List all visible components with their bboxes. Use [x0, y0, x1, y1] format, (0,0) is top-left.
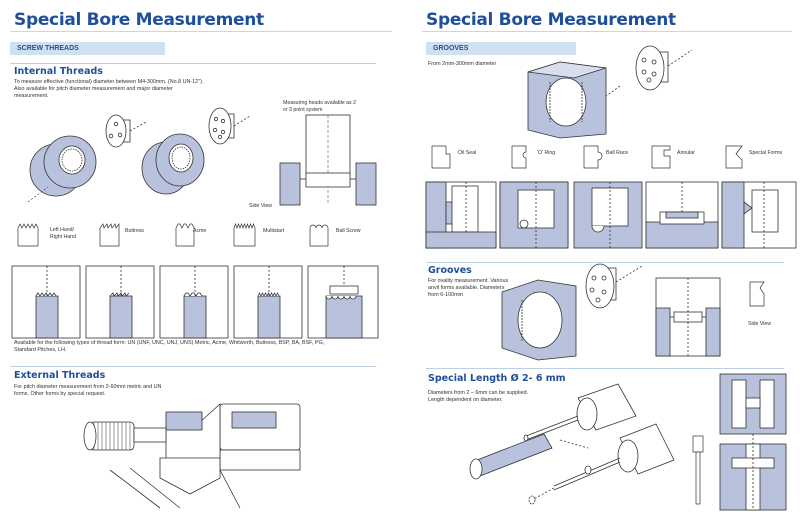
special-length-section-diagram — [719, 373, 787, 511]
internal-threads-text: To measure effective (functional) diamet… — [14, 79, 204, 99]
groove-gauge-illustration — [527, 45, 693, 139]
form-label-multistart: Multistart — [263, 228, 285, 234]
thread-form-icon — [309, 224, 329, 247]
groove-side-view-diagram — [655, 277, 721, 357]
groove-side-view-label: Side View — [748, 321, 771, 327]
gauge-head-left — [105, 114, 147, 148]
external-thread-micrometer-illustration — [83, 403, 301, 509]
groove-forms-diagram — [425, 145, 797, 249]
external-threads-text: For pitch diameter measurement from 2-60… — [14, 384, 162, 397]
section-tag-grooves: GROOVES — [426, 42, 576, 55]
groove-form-icon — [725, 145, 743, 169]
small-probe-diagram — [692, 435, 704, 505]
form-label-buttress: Buttress — [125, 228, 145, 234]
thread-ring-left — [29, 135, 97, 197]
external-threads-heading: External Threads — [14, 370, 106, 381]
groove-profile-box — [425, 181, 497, 249]
ovality-gauge-illustration — [501, 263, 643, 361]
special-length-probe-illustration — [469, 383, 675, 505]
open-sleeve — [469, 433, 553, 480]
groove-label-o-ring: 'O' Ring — [537, 150, 556, 156]
thread-types-available-text: Available for the following types of thr… — [14, 340, 325, 353]
groove-profile-box — [645, 181, 719, 249]
section-rule — [10, 366, 376, 367]
long-probe-upper — [523, 383, 637, 442]
grooves-heading: Grooves — [428, 265, 472, 276]
right-page: Special Bore Measurement GROOVES From 2m… — [400, 0, 800, 512]
long-probe-lower — [528, 423, 675, 505]
groove-profile-box — [499, 181, 569, 249]
thread-form-icon — [17, 223, 39, 247]
thread-profile-box — [307, 265, 379, 339]
groove-label-annular: Annular — [677, 150, 695, 156]
groove-form-icon — [651, 145, 671, 169]
grooves-text: For ovality measurement. Various anvil f… — [428, 278, 509, 298]
section-rule — [10, 63, 376, 64]
title-rule — [10, 31, 392, 32]
thread-form-icon — [175, 223, 195, 247]
thread-ring-right — [141, 133, 205, 195]
knurled-thimble — [83, 421, 135, 451]
side-view-bore-diagram — [279, 114, 377, 206]
thread-profile-box — [159, 265, 229, 339]
groove-profile-box — [573, 181, 643, 249]
thread-form-icon — [99, 222, 120, 247]
thread-profile-box — [233, 265, 303, 339]
special-length-text: Diameters from 2 – 6mm can be supplied. … — [428, 390, 529, 403]
groove-form-icon — [511, 145, 527, 169]
groove-form-icon — [583, 145, 603, 169]
internal-threads-heading: Internal Threads — [14, 66, 103, 77]
section-tag-screw-threads: SCREW THREADS — [10, 42, 165, 55]
section-rule — [426, 262, 784, 263]
form-label-left-right-hand: Left Hand/ Right Hand — [50, 227, 76, 240]
thread-form-icon — [233, 223, 256, 247]
special-length-heading: Special Length Ø 2- 6 mm — [428, 373, 566, 384]
groove-profile-icon — [749, 281, 765, 307]
gauge-head-right — [208, 107, 251, 145]
form-label-ball-screw: Ball Screw — [336, 228, 361, 234]
section-rule — [426, 368, 784, 369]
ovality-gauge-head — [585, 263, 643, 309]
groove-form-icon — [431, 145, 451, 169]
page-title: Special Bore Measurement — [14, 10, 264, 30]
groove-label-special-forms: Special Forms — [749, 150, 783, 156]
grooves-range-text: From 2mm-300mm diameter — [428, 61, 497, 67]
measuring-heads-note: Measuring heads available as 2 or 3 poin… — [283, 100, 356, 113]
groove-gauge-head — [605, 45, 693, 97]
groove-label-ball-race: Ball Race — [606, 150, 629, 156]
thread-profile-box — [11, 265, 81, 339]
thread-forms-diagram — [11, 222, 379, 339]
page-title: Special Bore Measurement — [426, 10, 676, 30]
side-view-label: Side View — [249, 203, 272, 209]
thread-profile-box — [85, 265, 155, 339]
internal-thread-gauges-illustration — [27, 107, 251, 203]
groove-profile-box — [721, 181, 797, 249]
left-page: Special Bore Measurement SCREW THREADS I… — [10, 10, 392, 509]
title-rule — [422, 31, 792, 32]
form-label-acme: Acme — [193, 228, 207, 234]
groove-label-oil-seal: Oil Seal — [458, 150, 477, 156]
